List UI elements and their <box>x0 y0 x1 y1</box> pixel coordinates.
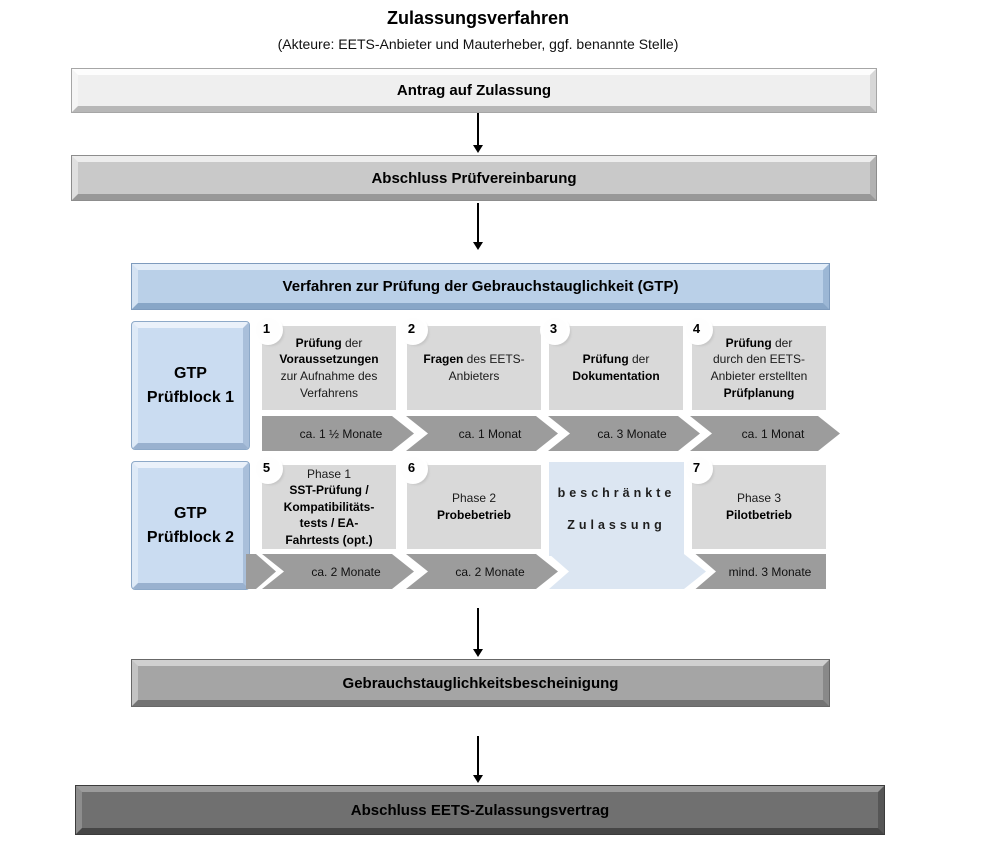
duration-label: ca. 2 Monate <box>455 564 525 579</box>
step-text: Prüfung der Voraussetzungen zur Aufnahme… <box>279 335 379 400</box>
node-gebrauchstauglichkeitsbescheinigung: Gebrauchstauglichkeitsbescheinigung <box>131 659 830 707</box>
label-gtp-pruefblock-2: GTP Prüfblock 2 <box>131 461 250 590</box>
flow-arrow-down-1 <box>472 113 484 153</box>
step-3-dokumentation: 3 Prüfung der Dokumentation <box>543 318 683 410</box>
arrow-shaft <box>477 203 479 242</box>
arrow-shaft <box>477 113 479 145</box>
duration-arrow-2: ca. 1 Monat <box>406 416 558 451</box>
step-7-pilotbetrieb: 7 Phase 3 Pilotbetrieb <box>686 457 826 549</box>
arrow-head-icon <box>473 775 483 783</box>
step-text: Fragen des EETS- Anbieters <box>423 352 525 383</box>
label-gtp-pruefblock-1: GTP Prüfblock 1 <box>131 321 250 450</box>
arrow-head-icon <box>473 242 483 250</box>
node-label: Antrag auf Zulassung <box>396 82 552 99</box>
duration-label: ca. 3 Monate <box>597 426 667 441</box>
node-antrag-auf-zulassung: Antrag auf Zulassung <box>71 68 877 113</box>
node-label: Gebrauchstauglichkeitsbescheinigung <box>342 674 619 692</box>
node-beschraenkte-zulassung: beschränkte Zulassung <box>549 462 684 556</box>
step-text: Phase 2 Probebetrieb <box>436 491 511 522</box>
duration-arrow-3: ca. 3 Monate <box>548 416 700 451</box>
step-text: Prüfung der Dokumentation <box>572 352 660 383</box>
arrow-head-icon <box>473 145 483 153</box>
step-number-badge: 7 <box>686 457 710 481</box>
duration-label: ca. 1 ½ Monate <box>299 426 383 441</box>
step-text: Phase 1 SST-Prüfung / Kompatibilitäts- t… <box>283 466 375 547</box>
duration-label: mind. 3 Monate <box>728 564 812 579</box>
flow-arrow-down-4 <box>472 736 484 783</box>
duration-label: ca. 1 Monat <box>458 426 522 441</box>
step-number-badge: 2 <box>401 318 425 342</box>
duration-strip-block2: ca. 2 Monate ca. 2 Monate mind. 3 Monate <box>0 554 984 589</box>
duration-label: ca. 1 Monat <box>741 426 805 441</box>
page-title: Zulassungsverfahren <box>386 8 570 28</box>
flow-arrow-down-3 <box>472 608 484 657</box>
duration-arrow-6: ca. 2 Monate <box>406 554 558 589</box>
node-label: Abschluss EETS-Zulassungsvertrag <box>350 801 610 819</box>
page-subtitle: (Akteure: EETS-Anbieter und Mauterheber,… <box>277 36 679 52</box>
duration-arrow-5: ca. 2 Monate <box>262 554 414 589</box>
step-text: Phase 3 Pilotbetrieb <box>725 491 792 522</box>
duration-strip-block1: ca. 1 ½ Monate ca. 1 Monat ca. 3 Monate … <box>0 416 984 451</box>
node-abschluss-pruefvereinbarung: Abschluss Prüfvereinbarung <box>71 155 877 201</box>
duration-label: ca. 2 Monate <box>311 564 381 579</box>
step-4-pruefplanung: 4 Prüfung der durch den EETS- Anbieter e… <box>686 318 826 410</box>
step-1-voraussetzungen: 1 Prüfung der Voraussetzungen zur Aufnah… <box>256 318 396 410</box>
arrow-shaft <box>477 736 479 775</box>
duration-arrow-4: ca. 1 Monat <box>690 416 840 451</box>
step-number-badge: 5 <box>256 457 280 481</box>
step-number-badge: 3 <box>543 318 567 342</box>
step-number-badge: 6 <box>401 457 425 481</box>
step-number-badge: 4 <box>686 318 710 342</box>
node-abschluss-eets-zulassungsvertrag: Abschluss EETS-Zulassungsvertrag <box>75 785 885 835</box>
node-gtp-header: Verfahren zur Prüfung der Gebrauchstaugl… <box>131 263 830 310</box>
arrow-shaft <box>477 608 479 649</box>
step-number-badge: 1 <box>256 318 280 342</box>
node-label: Verfahren zur Prüfung der Gebrauchstaugl… <box>282 278 679 295</box>
duration-arrow-1: ca. 1 ½ Monate <box>262 416 414 451</box>
step-2-fragen: 2 Fragen des EETS- Anbieters <box>401 318 541 410</box>
step-text: Prüfung der durch den EETS- Anbieter ers… <box>710 335 808 400</box>
arrow-head-icon <box>473 649 483 657</box>
node-label: beschränkte Zulassung <box>557 485 676 533</box>
step-5-sst-pruefung: 5 Phase 1 SST-Prüfung / Kompatibilitäts-… <box>256 457 396 549</box>
step-6-probebetrieb: 6 Phase 2 Probebetrieb <box>401 457 541 549</box>
flow-arrow-down-2 <box>472 203 484 250</box>
chevron-beschraenkte-zulassung <box>549 554 706 589</box>
node-label: Abschluss Prüfvereinbarung <box>371 169 577 187</box>
